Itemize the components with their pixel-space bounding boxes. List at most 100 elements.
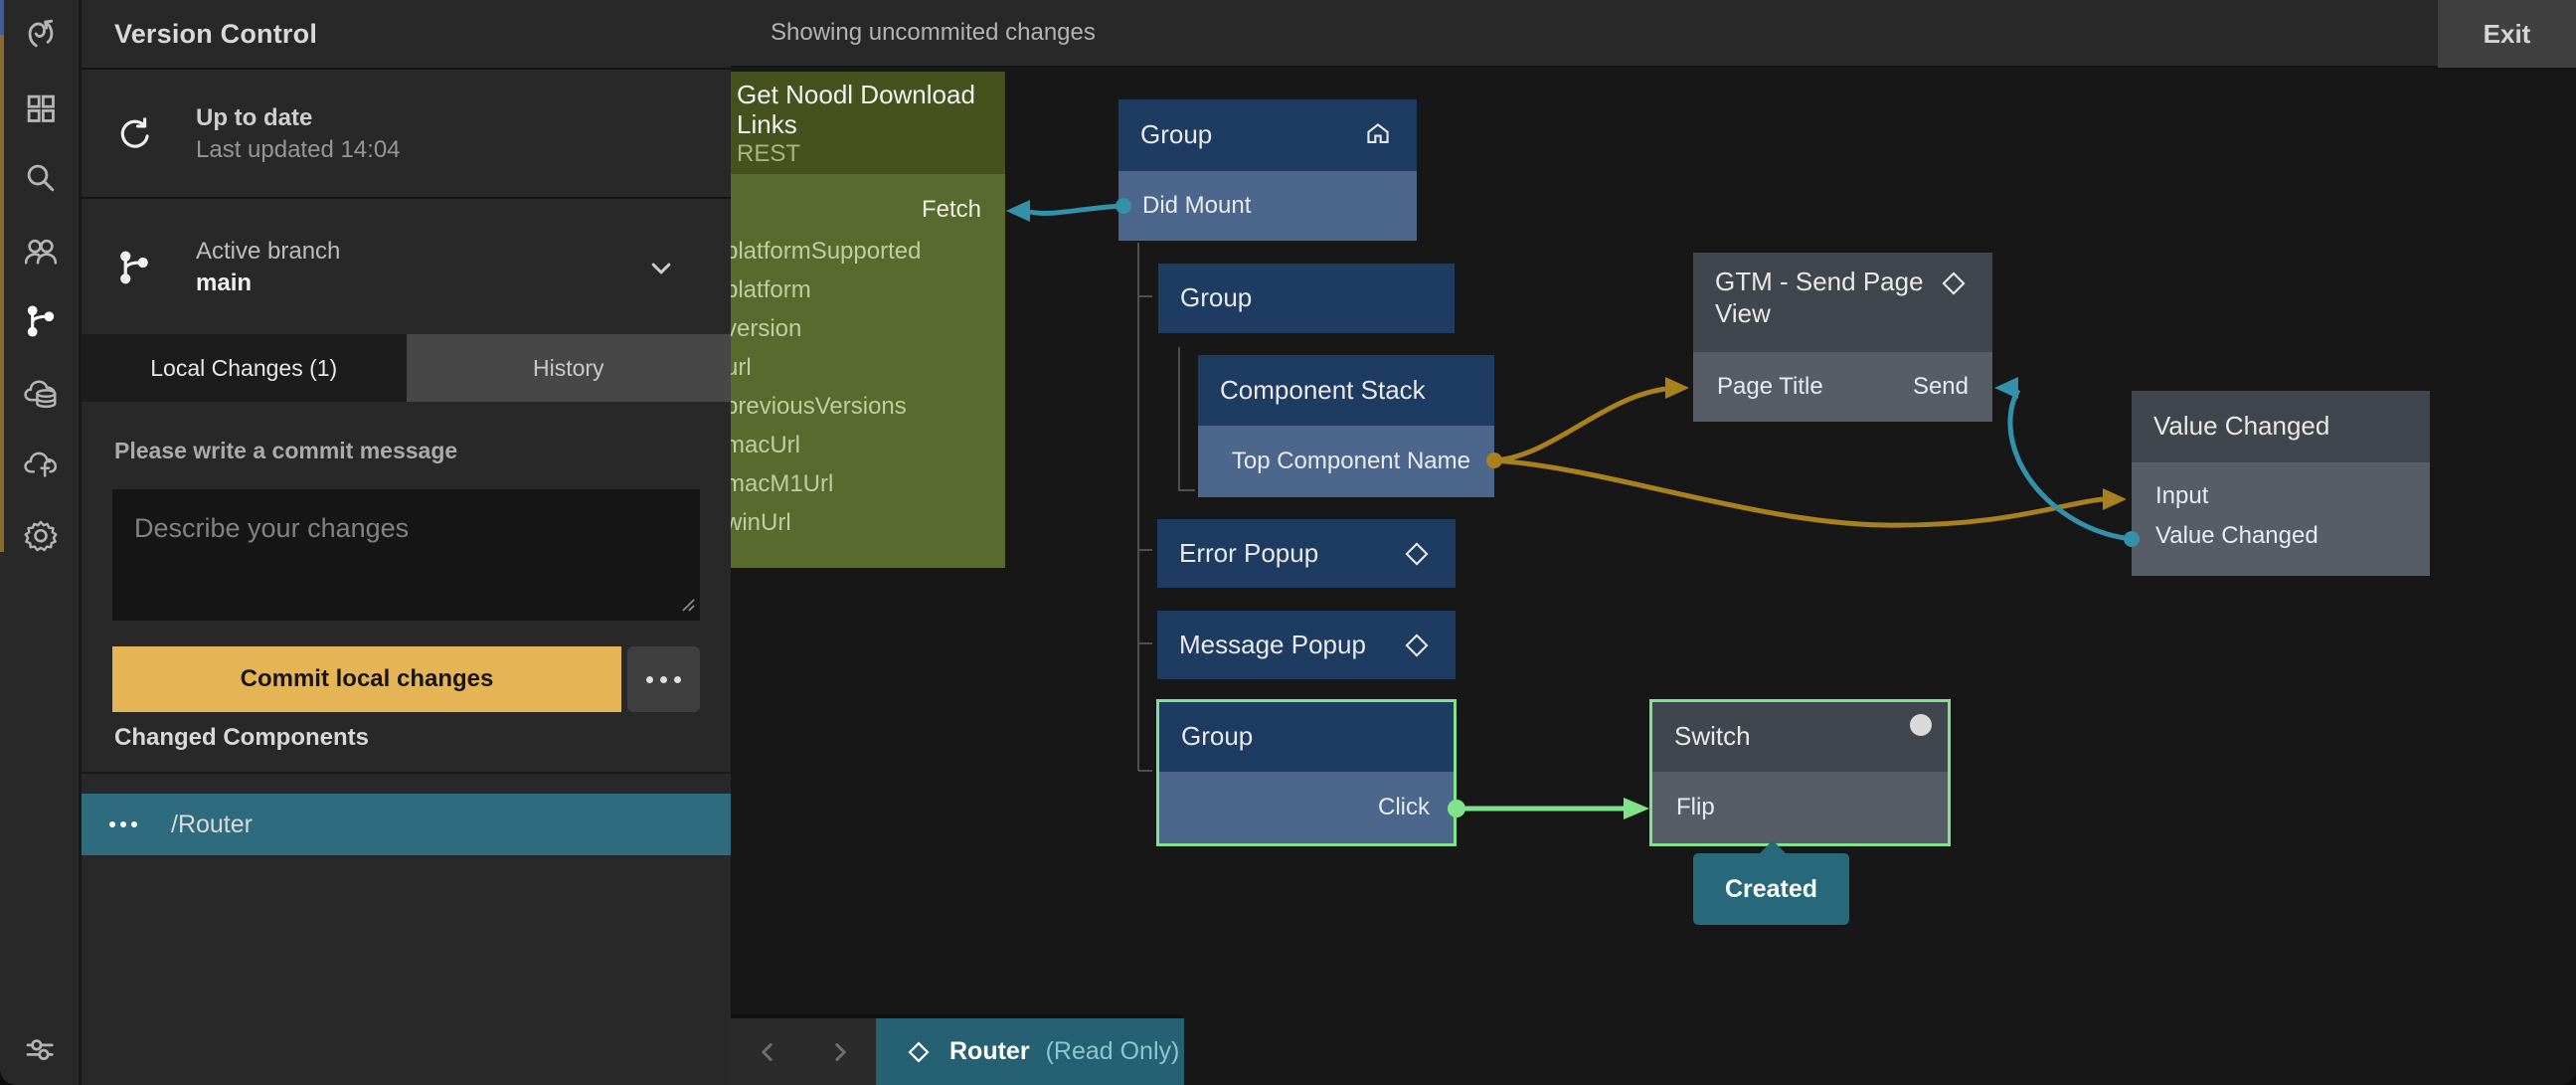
port-send[interactable]: Send: [1912, 373, 1969, 400]
node-component-stack[interactable]: Component Stack Top Component Name: [1198, 355, 1494, 497]
search-icon[interactable]: [22, 159, 60, 197]
port-platform[interactable]: platform: [731, 275, 811, 303]
port-value-changed[interactable]: Value Changed: [2155, 522, 2318, 549]
commit-more-options-button[interactable]: [627, 646, 700, 712]
port-fetch[interactable]: Fetch: [921, 196, 981, 223]
tab-history[interactable]: History: [406, 334, 731, 402]
component-diamond-icon: [1400, 537, 1434, 571]
port-did-mount[interactable]: Did Mount: [1118, 171, 1417, 241]
node-header: Get Noodl Download Links REST: [731, 72, 1005, 174]
node-group-selected[interactable]: Group Click: [1156, 699, 1457, 846]
port-winUrl[interactable]: winUrl: [731, 508, 791, 536]
node-value-changed[interactable]: Value Changed Input Value Changed: [2132, 391, 2430, 576]
node-title: Group: [1181, 721, 1254, 752]
port-previousVersions[interactable]: previousVersions: [731, 392, 907, 420]
node-title: Get Noodl Download Links: [737, 80, 975, 140]
node-group-root[interactable]: Group Did Mount: [1118, 99, 1417, 241]
divider: [82, 772, 731, 774]
sync-status-text: Up to date Last updated 14:04: [196, 102, 401, 167]
component-tab-name: Router: [949, 1037, 1030, 1065]
settings-gear-icon[interactable]: [22, 516, 60, 554]
ellipsis-menu-icon[interactable]: [109, 821, 137, 827]
component-tab-router[interactable]: Router (Read Only): [876, 1014, 1184, 1085]
port-input[interactable]: Input: [2155, 482, 2209, 509]
port-macUrl[interactable]: macUrl: [731, 431, 800, 458]
connection-wires: [1006, 198, 2140, 819]
node-header: Message Popup: [1157, 611, 1456, 679]
node-filters-sliders-icon[interactable]: [22, 1030, 60, 1068]
node-header: Group: [1158, 264, 1455, 333]
commit-local-changes-button[interactable]: Commit local changes: [112, 646, 621, 712]
component-tab-readonly-badge: (Read Only): [1045, 1037, 1180, 1065]
refresh-icon[interactable]: [114, 114, 154, 154]
node-header: Value Changed: [2132, 391, 2430, 462]
cloud-functions-icon[interactable]: [22, 445, 60, 482]
exit-button[interactable]: Exit: [2438, 0, 2576, 68]
node-title: Group: [1140, 119, 1213, 150]
created-label: Created: [1724, 874, 1818, 903]
active-branch-section[interactable]: Active branch main: [82, 201, 731, 334]
active-branch-label: Active branch: [196, 237, 341, 265]
node-title: GTM - Send Page View: [1715, 267, 1924, 328]
edge-strip-gold: [0, 35, 4, 552]
components-grid-icon[interactable]: [22, 90, 60, 127]
hierarchy-lines: [1137, 243, 1195, 772]
node-title: Error Popup: [1179, 537, 1319, 568]
node-body: Input Value Changed: [2132, 462, 2430, 576]
node-gtm-send-page-view[interactable]: GTM - Send Page View Page Title Send: [1693, 253, 1992, 422]
port-page-title[interactable]: Page Title: [1717, 373, 1823, 400]
panel-tabs: Local Changes (1) History: [82, 334, 731, 402]
node-title: Group: [1180, 282, 1253, 313]
switch-state-dot: [1910, 714, 1932, 736]
port-macM1Url[interactable]: macM1Url: [731, 469, 834, 497]
node-title: Component Stack: [1220, 374, 1426, 405]
uncommitted-changes-status: Showing uncommited changes: [771, 19, 1096, 46]
port-url[interactable]: url: [731, 353, 752, 381]
icon-sidebar: [0, 0, 82, 1085]
component-diamond-icon: [1937, 267, 1971, 300]
node-rest-get-noodl-download-links[interactable]: Get Noodl Download Links REST Fetch plat…: [731, 72, 1005, 568]
chevron-down-icon[interactable]: [643, 251, 679, 286]
collaboration-people-icon[interactable]: [22, 233, 60, 271]
node-header: GTM - Send Page View: [1693, 253, 1992, 352]
nav-forward-chevron-icon[interactable]: [823, 1035, 857, 1069]
dot: [660, 675, 667, 683]
version-control-branch-icon[interactable]: [22, 302, 60, 340]
node-title: Value Changed: [2153, 411, 2330, 442]
port-click[interactable]: Click: [1159, 772, 1454, 843]
node-message-popup[interactable]: Message Popup: [1157, 611, 1456, 679]
port-flip[interactable]: Flip: [1652, 772, 1948, 843]
node-title: Message Popup: [1179, 629, 1366, 659]
active-branch-name: main: [196, 270, 253, 296]
port-platformSupported[interactable]: platformSupported: [731, 237, 922, 265]
edge-strip-blue: [0, 0, 4, 35]
cloud-services-icon[interactable]: [22, 374, 60, 412]
node-header: Component Stack: [1198, 355, 1494, 426]
panel-header: Version Control: [82, 0, 731, 70]
node-body: Fetch platformSupported platform version…: [731, 174, 1005, 568]
node-graph-canvas[interactable]: Get Noodl Download Links REST Fetch plat…: [731, 68, 2576, 1085]
port-top-component-name[interactable]: Top Component Name: [1198, 426, 1494, 497]
sync-status-title: Up to date: [196, 103, 313, 131]
node-header: Group: [1118, 99, 1417, 171]
commit-message-input[interactable]: [112, 489, 700, 621]
commit-message-label: Please write a commit message: [114, 438, 458, 463]
node-switch[interactable]: Switch Flip: [1649, 699, 1951, 846]
node-header: Error Popup: [1157, 519, 1456, 588]
nav-back-chevron-icon[interactable]: [751, 1035, 784, 1069]
component-nav-bar: [731, 1014, 876, 1085]
changed-component-row-router[interactable]: /Router: [82, 794, 731, 855]
tab-local-changes[interactable]: Local Changes (1): [82, 334, 407, 402]
node-group-2[interactable]: Group: [1158, 264, 1455, 333]
node-header: Switch: [1652, 702, 1948, 772]
sync-status-section[interactable]: Up to date Last updated 14:04: [82, 72, 731, 199]
port-version[interactable]: version: [731, 314, 802, 342]
changed-component-name: /Router: [171, 810, 253, 838]
routes-icon[interactable]: [22, 15, 60, 53]
version-control-panel: Version Control Up to date Last updated …: [82, 0, 731, 1085]
node-error-popup[interactable]: Error Popup: [1157, 519, 1456, 588]
node-header: Group: [1159, 702, 1454, 772]
created-tooltip: Created: [1693, 840, 1849, 925]
dot: [674, 675, 681, 683]
panel-title: Version Control: [114, 18, 318, 49]
